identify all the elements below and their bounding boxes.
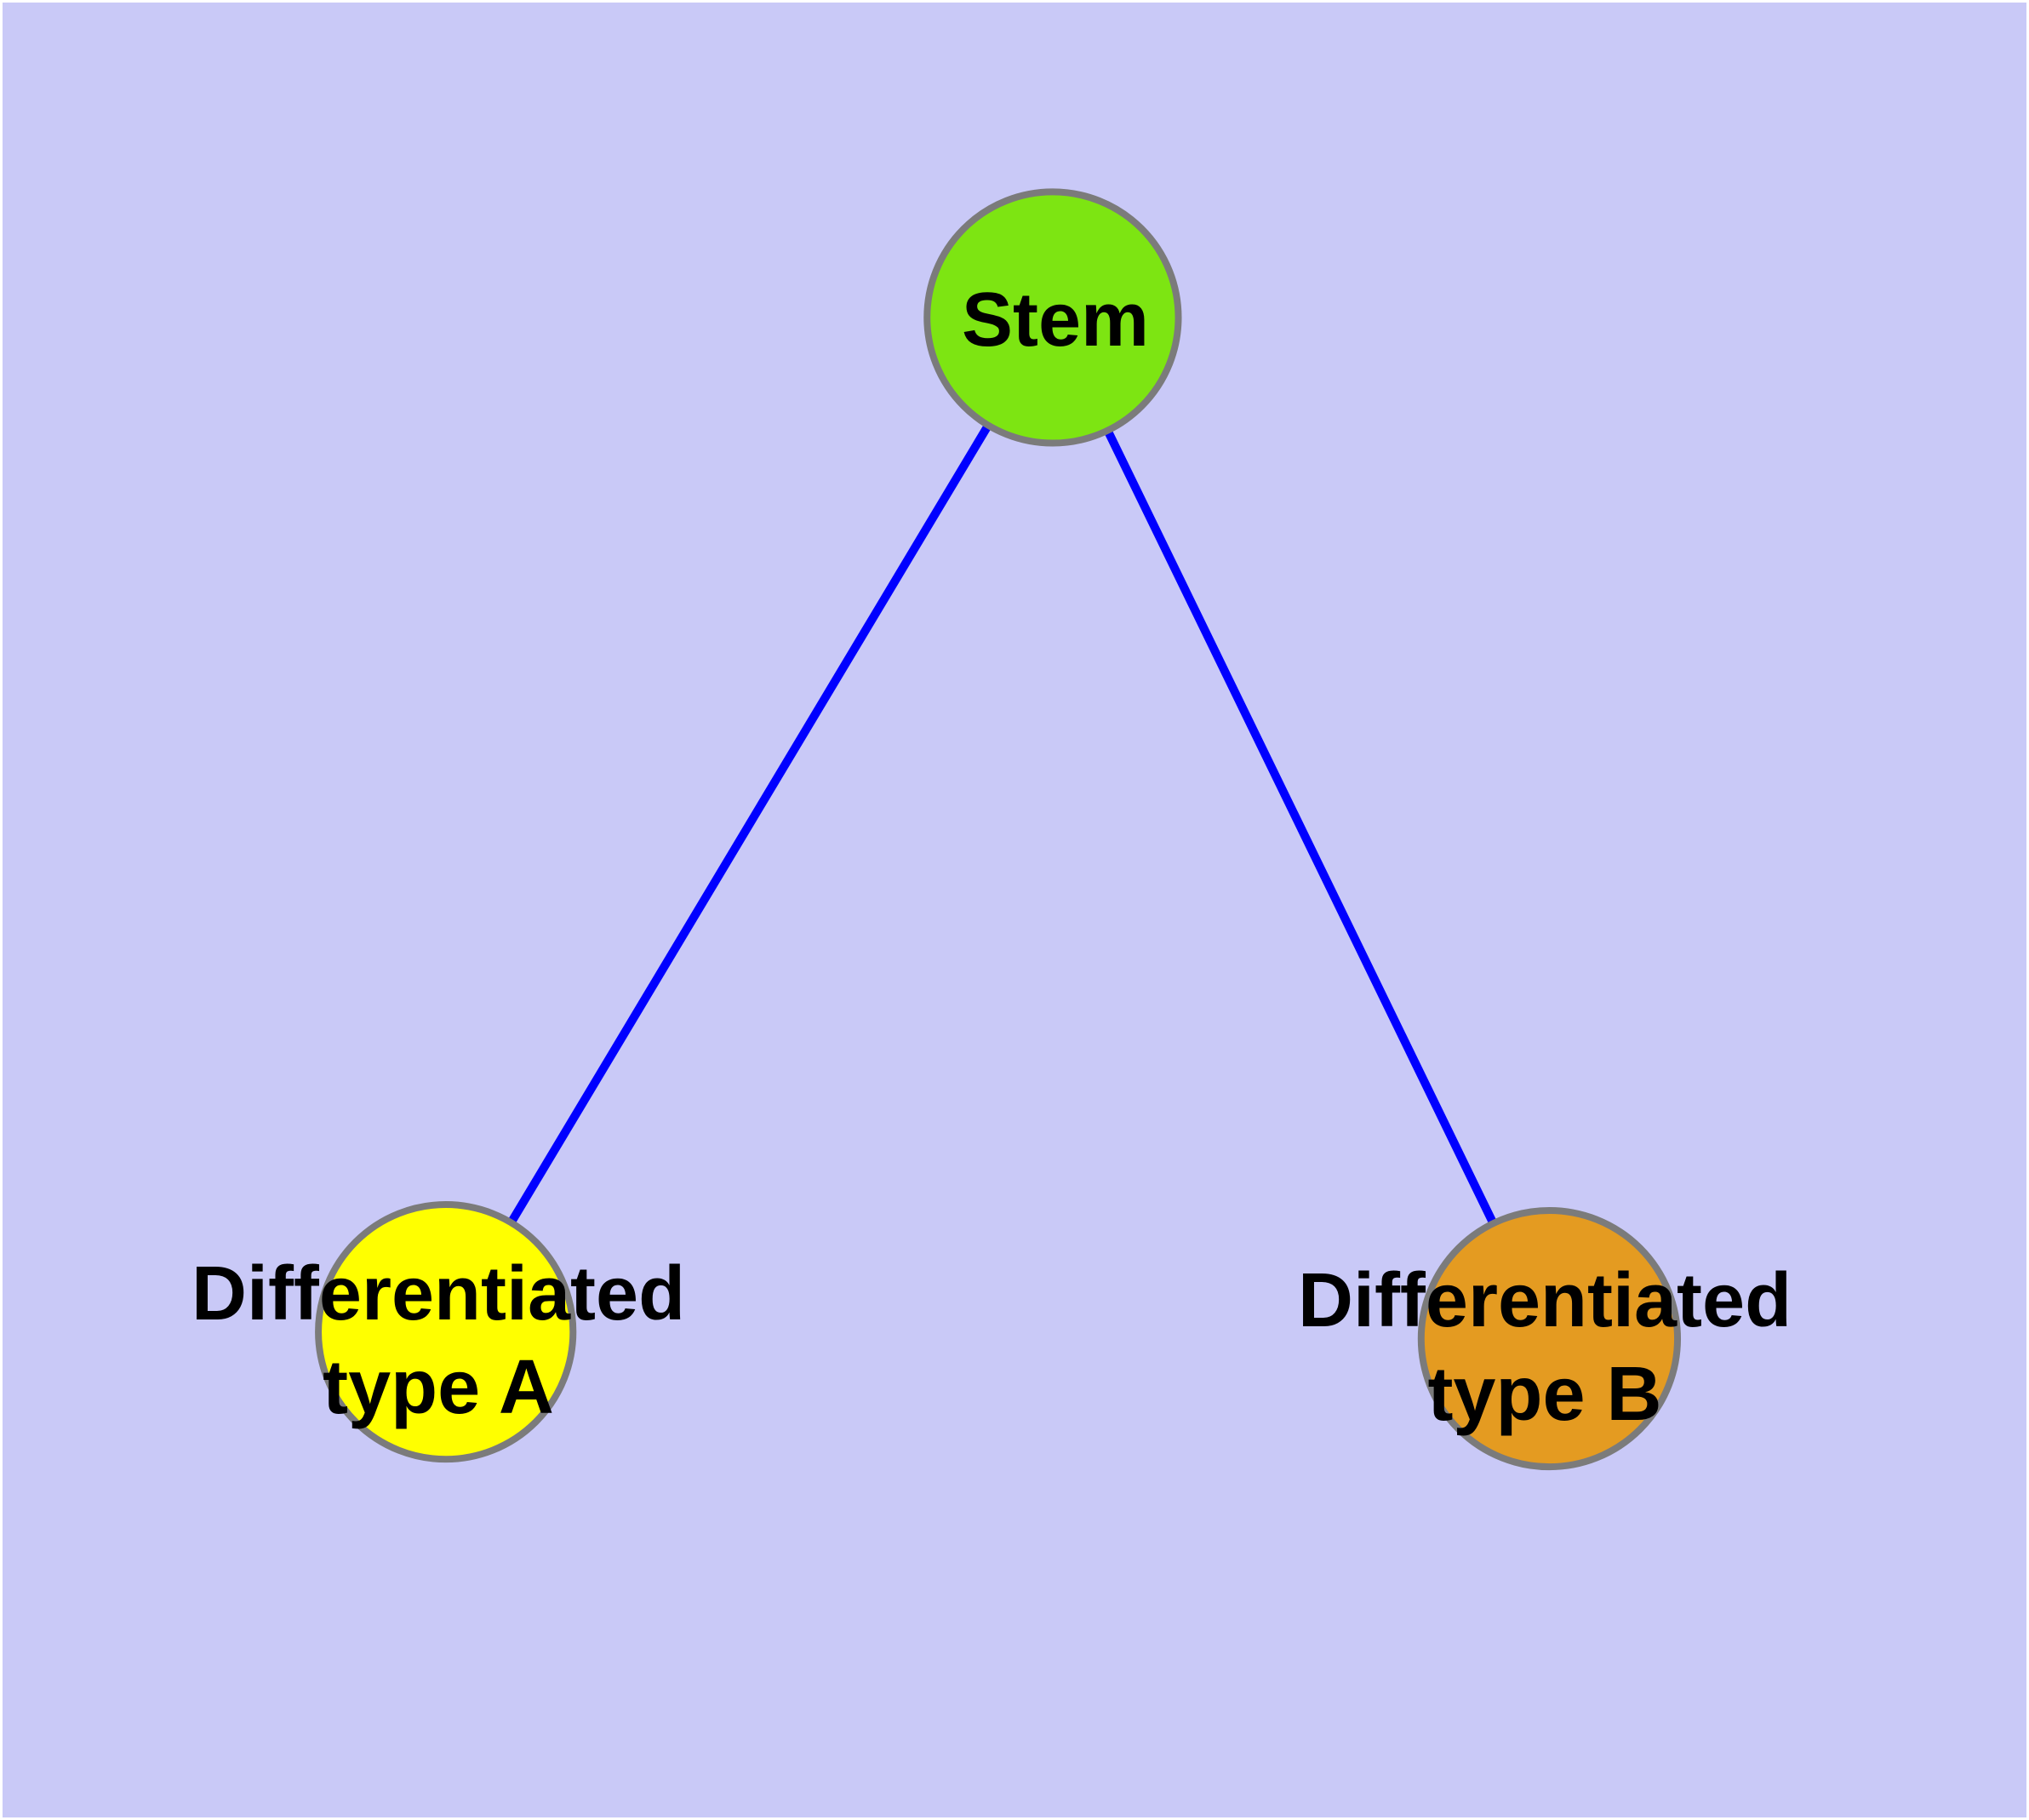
- graph-svg: [315, 188, 1682, 1471]
- node-stem-circle: [923, 188, 1182, 447]
- node-type-a-label-line1: Differentiated: [191, 1251, 686, 1336]
- edge-stem-to-type-a: [442, 315, 1057, 1335]
- edge-stem-to-type-b: [1049, 315, 1553, 1341]
- node-type-b-circle: [1417, 1207, 1682, 1471]
- node-type-a-circle: [315, 1201, 577, 1463]
- node-type-b-label: Differentiated type B: [1298, 1254, 1792, 1441]
- node-type-b-label-line1: Differentiated: [1297, 1258, 1792, 1343]
- node-stem-label: Stem: [962, 273, 1149, 367]
- plot-canvas: Stem Differentiated type A Differentiate…: [3, 3, 2026, 1817]
- node-stem-label-text: Stem: [961, 278, 1150, 363]
- node-type-a-label-line2: type A: [323, 1345, 554, 1430]
- node-type-b-label-line2: type B: [1427, 1352, 1662, 1437]
- node-type-a-label: Differentiated type A: [191, 1247, 685, 1434]
